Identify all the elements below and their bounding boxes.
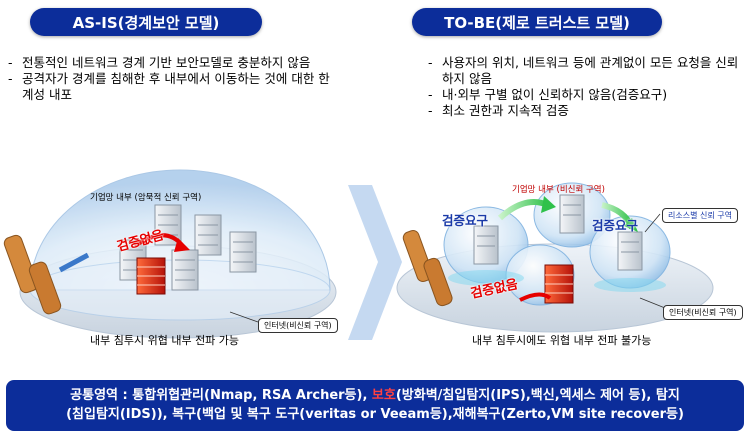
common-area-footer: 공통영역 : 통합위협관리(Nmap, RSA Archer등), 보호(방화벽… [6, 380, 744, 431]
footer-line-1: 공통영역 : 통합위협관리(Nmap, RSA Archer등), 보호(방화벽… [70, 388, 680, 403]
arrow-icon [601, 202, 638, 232]
as-is-bullet-list: - 전통적인 네트워크 경계 기반 보안모델로 충분하지 않음 - 공격자가 경… [8, 55, 338, 103]
chevron-right-icon [348, 185, 402, 340]
arrow-icon [133, 233, 190, 252]
to-be-verify-right-label: 검증요구 [592, 218, 639, 233]
as-is-bullet-2: - 공격자가 경계를 침해한 후 내부에서 이동하는 것에 대한 한계성 내포 [8, 71, 330, 102]
attacker-icon [3, 234, 90, 315]
server-rack-icon [171, 249, 199, 291]
resource-zone-pointer [229, 213, 666, 323]
as-is-caption: 내부 침투시 위협 내부 전파 가능 [90, 334, 240, 347]
attacker-icon [402, 230, 453, 307]
as-is-title: AS-IS(경계보안 모델) [30, 8, 262, 36]
to-be-inner-zone-label: 기업망 내부 (비신뢰 구역) [512, 185, 605, 195]
as-is-internet-label: 인터넷(비신뢰 구역) [258, 318, 338, 333]
to-be-caption: 내부 침투시에도 위협 내부 전파 불가능 [472, 334, 652, 347]
as-is-inner-zone-label: 기업망 내부 (암묵적 신뢰 구역) [90, 193, 202, 203]
to-be-servers [473, 194, 643, 271]
arrow-icon [497, 196, 556, 221]
to-be-bullet-list: - 사용자의 위치, 네트워크 등에 관계없이 모든 요청을 신뢰하지 않음 -… [428, 55, 748, 119]
firewall-icon [136, 257, 166, 295]
server-rack-icon [229, 231, 257, 273]
to-be-internet-label: 인터넷(비신뢰 구역) [663, 305, 743, 320]
to-be-title: TO-BE(제로 트러스트 모델) [412, 8, 662, 36]
to-be-bullet-1: - 사용자의 위치, 네트워크 등에 관계없이 모든 요청을 신뢰하지 않음 [428, 55, 739, 86]
footer-highlight: 보호 [371, 388, 396, 403]
to-be-bullet-2: - 내·외부 구별 없이 신뢰하지 않음(검증요구) [428, 87, 668, 102]
server-rack-icon [617, 231, 643, 271]
to-be-bullet-3: - 최소 권한과 지속적 검증 [428, 103, 569, 118]
to-be-verify-left-label: 검증요구 [442, 213, 489, 228]
to-be-resource-zone-label: 리소스별 신뢰 구역 [662, 208, 738, 223]
footer-line-2: (침입탐지(IDS)), 복구(백업 및 복구 도구(veritas or Ve… [66, 407, 684, 422]
server-rack-icon [473, 225, 499, 265]
server-rack-icon [559, 194, 585, 234]
arrow-icon [519, 292, 552, 302]
server-rack-icon [194, 214, 222, 256]
as-is-bullet-1: - 전통적인 네트워크 경계 기반 보안모델로 충분하지 않음 [8, 55, 311, 70]
